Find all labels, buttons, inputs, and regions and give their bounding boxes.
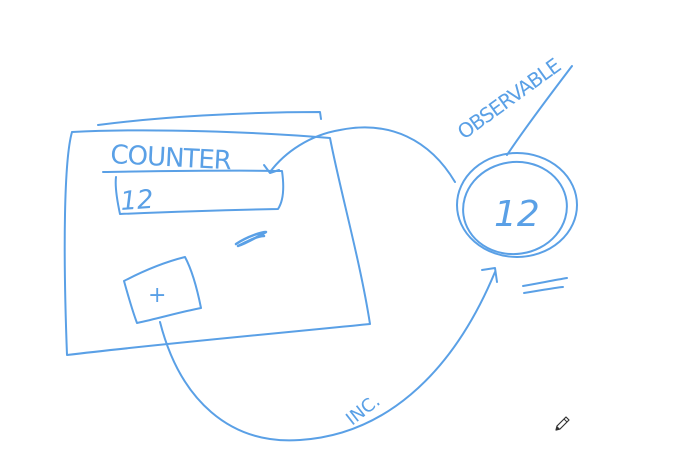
increment-arrow <box>159 271 496 442</box>
increment-arrowhead <box>481 267 498 283</box>
counter-value-field <box>102 169 285 215</box>
observable-pointer-line <box>506 65 573 156</box>
observable-circle-inner <box>462 160 568 256</box>
observable-value: 12 <box>494 194 540 235</box>
observable-to-field-arrow <box>269 126 456 183</box>
plus-label: + <box>148 283 166 308</box>
scribble-mark <box>234 230 268 248</box>
counter-value: 12 <box>119 185 154 217</box>
observable-underline <box>522 277 568 294</box>
plus-button <box>123 256 202 324</box>
observable-to-field-arrowhead <box>263 164 280 174</box>
pencil-icon[interactable] <box>553 415 571 433</box>
top-sketch-line <box>97 111 322 126</box>
component-box <box>63 129 371 356</box>
observable-circle-outer <box>456 152 578 258</box>
